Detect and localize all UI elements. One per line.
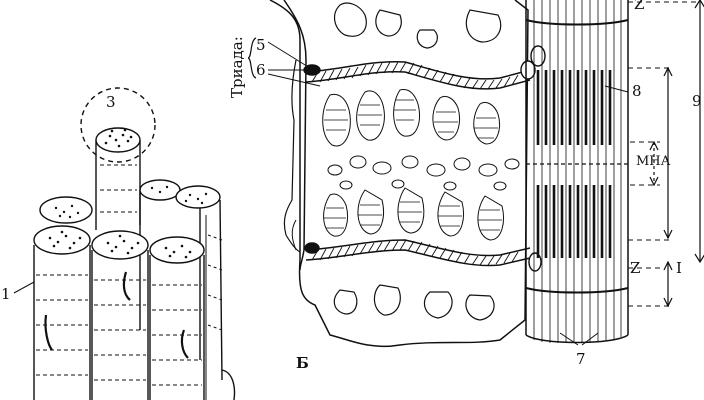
label-mha: МНА [636, 154, 671, 169]
label-7: 7 [576, 350, 586, 368]
panel-b-letter: Б [296, 354, 309, 372]
label-1: 1 [1, 285, 11, 303]
sarcoplasmic-reticulum-block [247, 0, 704, 348]
label-8: 8 [632, 82, 642, 100]
label-5: 5 [256, 36, 266, 54]
label-9: 9 [692, 92, 702, 110]
label-z-bottom: Z [630, 259, 641, 277]
myofibril-bundle [13, 87, 236, 400]
label-3: 3 [106, 93, 116, 111]
label-i-band: I [676, 259, 682, 277]
triad-label: Триада: [228, 36, 246, 98]
label-6: 6 [256, 61, 266, 79]
label-z-top: Z [634, 0, 645, 13]
